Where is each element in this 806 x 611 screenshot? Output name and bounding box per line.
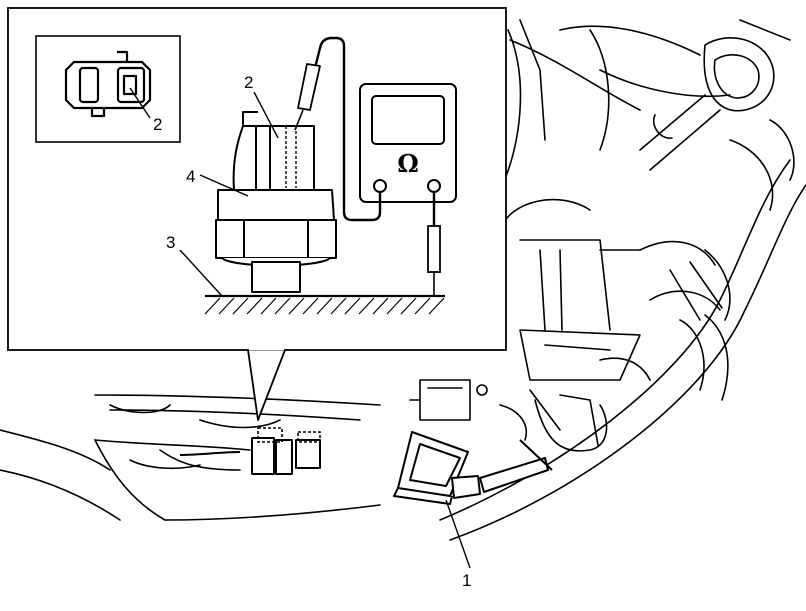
probe-terminal xyxy=(294,63,321,131)
test-leads xyxy=(314,36,436,228)
main-connector xyxy=(393,431,553,505)
leader-main-connector xyxy=(445,499,471,569)
ohmmeter xyxy=(359,83,457,203)
ohmmeter-jack-left xyxy=(373,179,387,193)
callout-connector-terminal: 2 xyxy=(153,115,162,134)
connector-leader xyxy=(129,87,151,119)
ohm-symbol: Ω xyxy=(397,149,418,178)
callout-main-connector: 1 xyxy=(462,571,471,590)
callout-pointer xyxy=(247,349,286,421)
leader-switch-body xyxy=(199,174,249,197)
engine-bay-lineart xyxy=(0,19,806,541)
pressure-switch xyxy=(215,111,337,293)
leader-ground xyxy=(179,249,223,297)
ground-surface xyxy=(204,294,445,315)
switch-terminal xyxy=(285,126,297,188)
connector-face-inset: 2 xyxy=(35,35,181,143)
ohmmeter-display xyxy=(371,95,445,145)
leader-terminal xyxy=(253,91,279,139)
installed-switch-outline xyxy=(257,427,321,443)
callout-ground: 3 xyxy=(166,233,175,252)
callout-terminal: 2 xyxy=(244,73,253,92)
connector-face-icon xyxy=(64,50,152,118)
callout-switch-body: 4 xyxy=(186,167,195,186)
ohmmeter-jack-right xyxy=(427,179,441,193)
installed-switch xyxy=(179,437,321,475)
ground-hatching xyxy=(204,297,445,315)
probe-ground xyxy=(427,225,441,296)
